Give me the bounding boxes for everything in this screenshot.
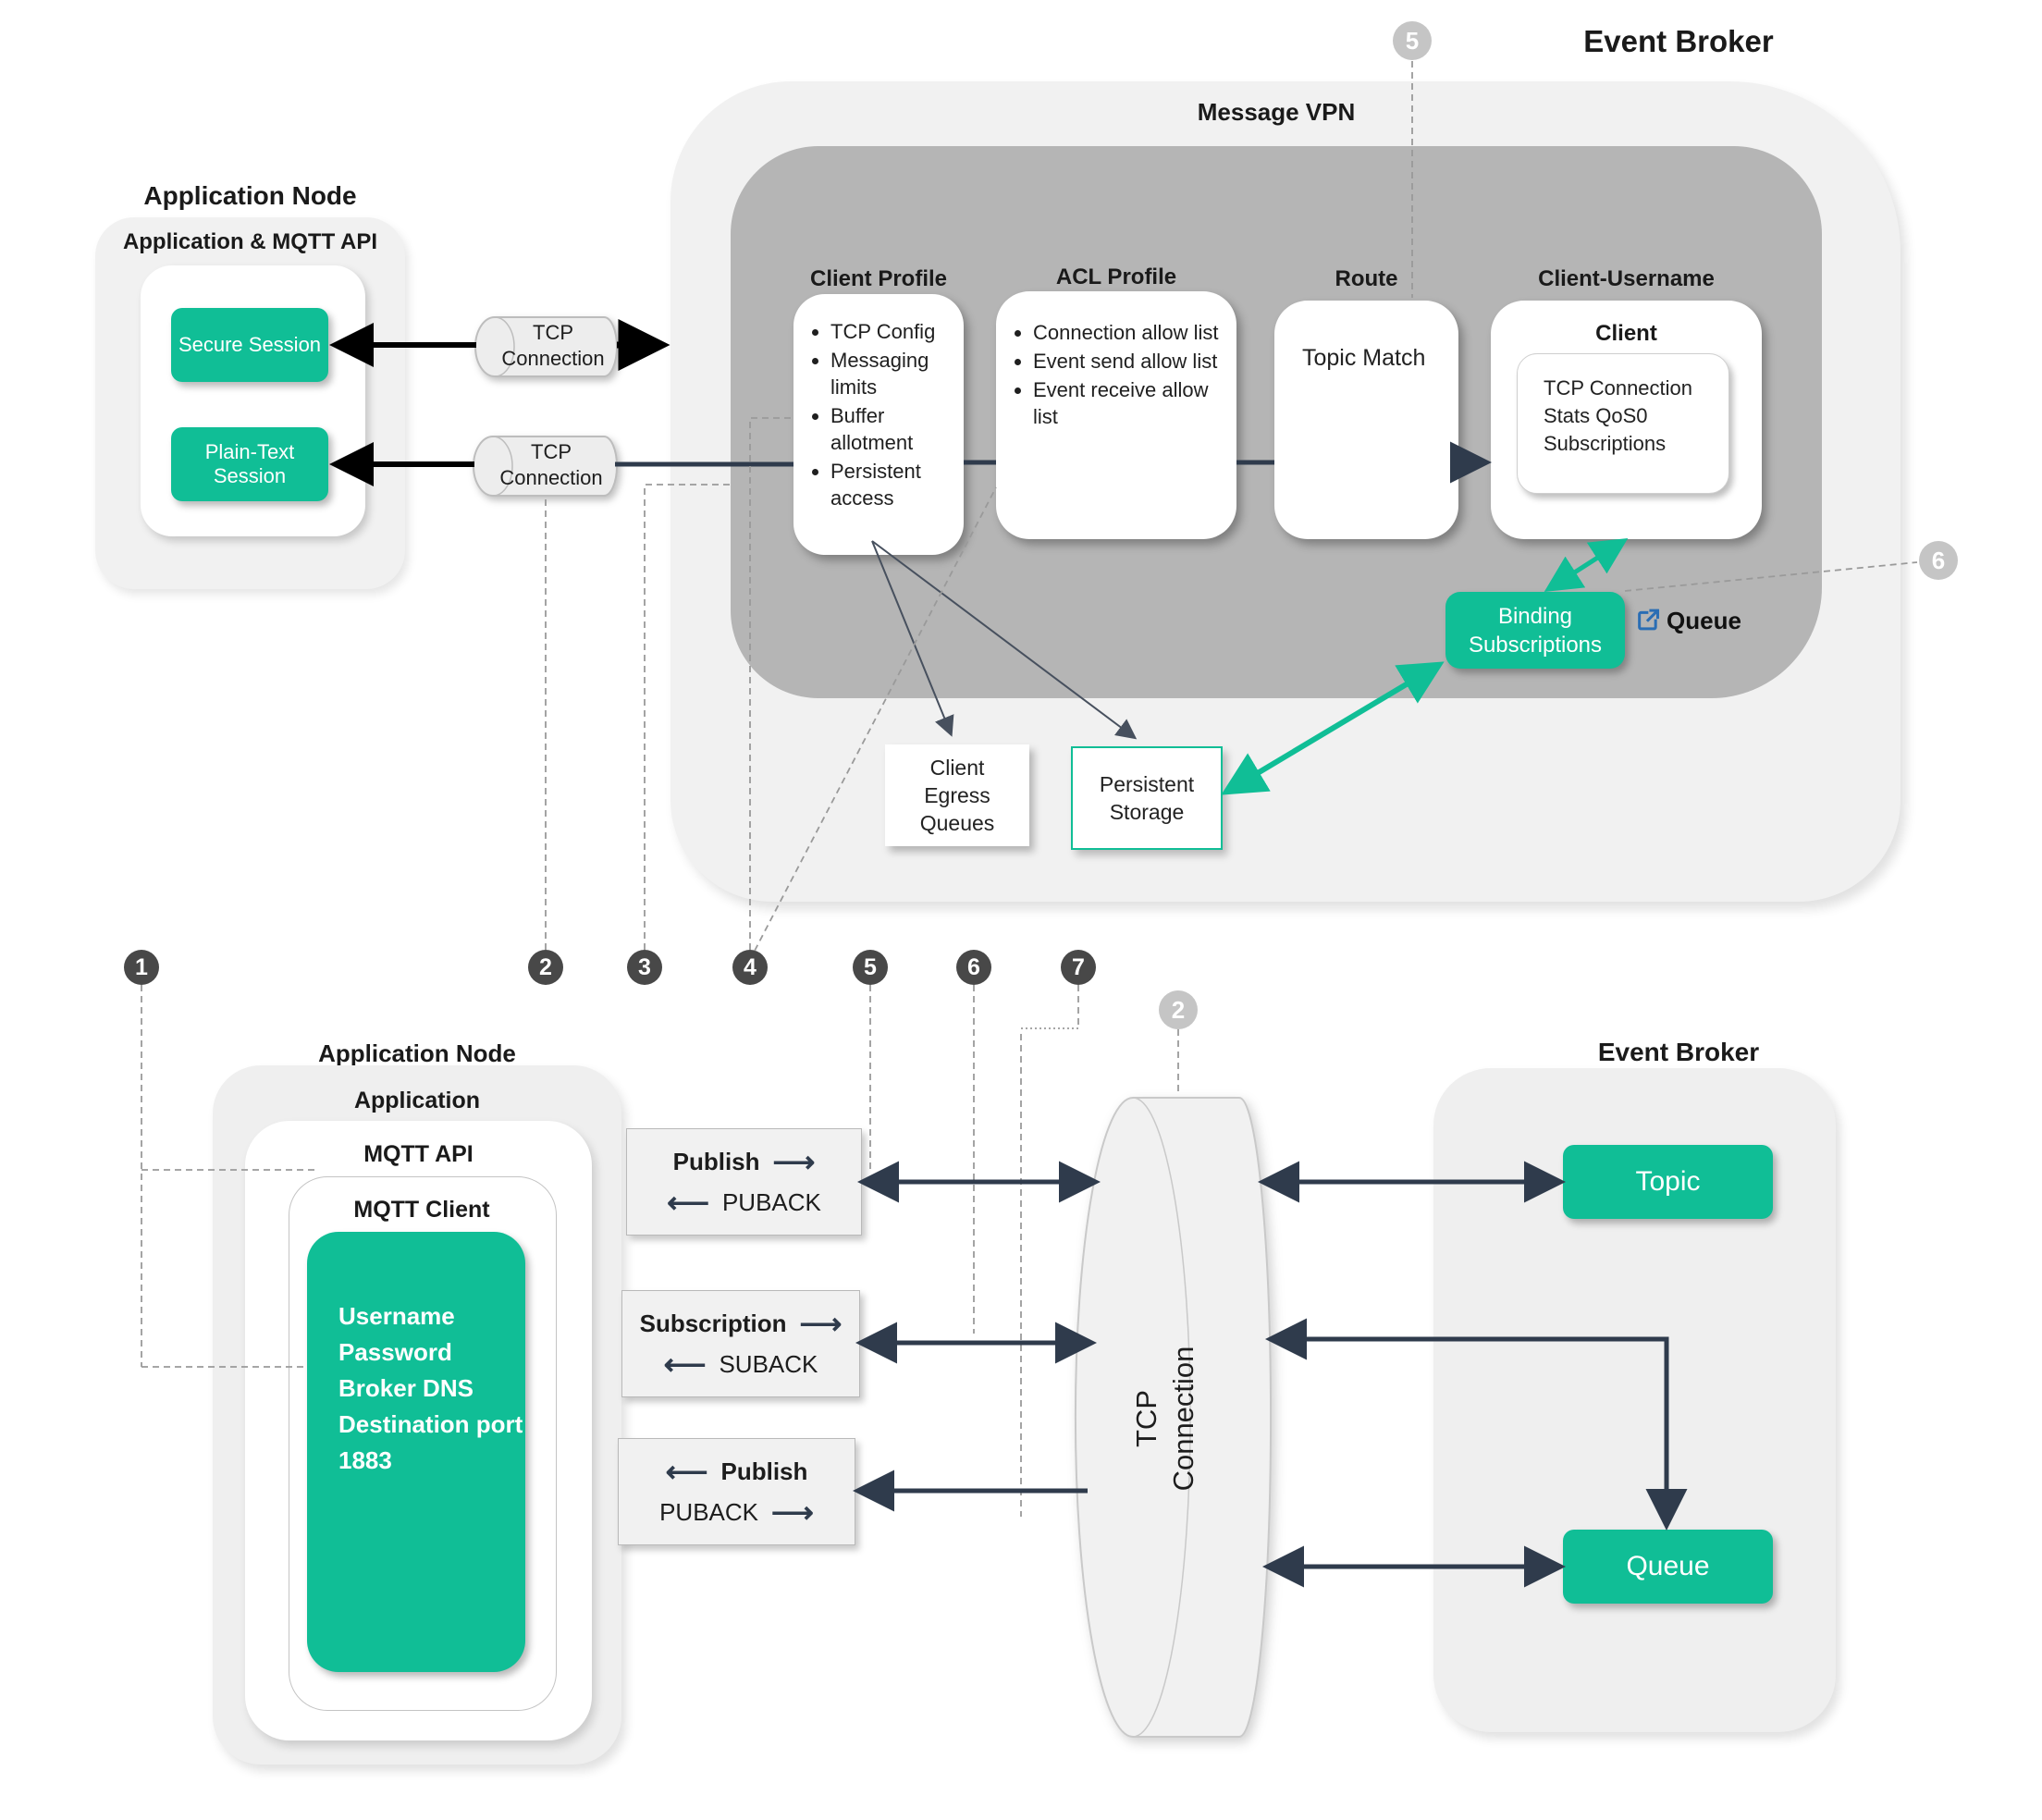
annotation-1: 1 [124, 950, 159, 985]
suback-label: SUBACK [719, 1350, 818, 1378]
publish-label: Publish [672, 1148, 760, 1175]
message-vpn-label: Message VPN [1197, 98, 1356, 126]
client-profile-bullet: Persistent access [830, 458, 954, 511]
subscription-suback-box: Subscription ⟶ ⟵ SUBACK [621, 1290, 860, 1397]
topic-box: Topic [1563, 1145, 1773, 1219]
client-username-label: Client-Username [1538, 266, 1715, 291]
application-node-title-top: Application Node [143, 181, 357, 210]
acl-profile-bullet: Connection allow list [1033, 319, 1227, 346]
queue-box: Queue [1563, 1530, 1773, 1604]
puback-label: PUBACK [659, 1498, 759, 1526]
green-arrow-client-binding [1544, 537, 1629, 593]
tcp-connection-label-big: TCP Connection [1130, 1346, 1199, 1492]
client-inner-box: TCP Connection Stats QoS0 Subscriptions [1517, 353, 1729, 494]
arrow-right-icon: ⟶ [799, 1307, 843, 1340]
credential-line: Broker DNS [338, 1374, 474, 1402]
credential-line: 1883 [338, 1446, 392, 1474]
dash-3 [644, 484, 731, 950]
dash-4 [749, 417, 792, 950]
publish-puback-box-1: Publish ⟶ ⟵ PUBACK [626, 1128, 862, 1236]
acl-profile-bullet: Event receive allow list [1033, 376, 1227, 430]
secure-session-box: Secure Session [171, 308, 328, 382]
mqtt-credentials-box: Username Password Broker DNS Destination… [307, 1232, 525, 1672]
persistent-storage-text: Persistent Storage [1099, 772, 1195, 824]
puback-label: PUBACK [721, 1188, 821, 1216]
credential-line: Destination port [338, 1410, 523, 1438]
tcp-cylinder-big [1074, 1097, 1273, 1738]
mqtt-api-label: MQTT API [363, 1141, 474, 1167]
subscription-label: Subscription [639, 1310, 787, 1337]
annotation-2: 2 [528, 950, 563, 985]
dash-4-diagonal [754, 486, 997, 952]
client-inner-text: TCP Connection Stats QoS0 Subscriptions [1544, 376, 1693, 455]
tcp-cylinder-bottom-small [473, 436, 618, 497]
annotation-3: 3 [627, 950, 662, 985]
topic-match-text: Topic Match [1302, 345, 1426, 371]
green-arrow-storage-binding [1221, 661, 1445, 795]
credential-line: Username [338, 1302, 455, 1330]
client-profile-box: TCP Config Messaging limits Buffer allot… [793, 294, 964, 555]
client-profile-bullet: Messaging limits [830, 347, 954, 400]
arrow-client-egress [871, 540, 954, 737]
route-box: Topic Match [1274, 301, 1458, 539]
mqtt-client-label: MQTT Client [353, 1197, 490, 1223]
annotation-gray-5: 5 [1393, 21, 1432, 60]
arrow-right-icon: ⟶ [772, 1145, 816, 1178]
annotation-4: 4 [732, 950, 768, 985]
annotation-6: 6 [956, 950, 991, 985]
application-mqtt-api-label: Application & MQTT API [122, 229, 378, 254]
client-profile-bullet: TCP Config [830, 318, 954, 345]
queue-text: Queue [1626, 1551, 1710, 1581]
persistent-storage-box: Persistent Storage [1071, 746, 1223, 850]
dash-1 [141, 985, 319, 1368]
event-broker-title-top: Event Broker [1583, 24, 1774, 58]
queue-link[interactable]: Queue [1667, 607, 1741, 634]
credential-line: Password [338, 1338, 452, 1366]
plain-text-session-text: Plain-Text Session [204, 440, 295, 487]
event-broker-title-bottom: Event Broker [1597, 1038, 1760, 1066]
binding-subscriptions-text: Binding Subscriptions [1468, 603, 1603, 658]
topic-text: Topic [1635, 1166, 1701, 1197]
tcp-cylinder-top-small [474, 316, 618, 377]
annotation-5: 5 [853, 950, 888, 985]
client-label: Client [1595, 321, 1657, 346]
client-profile-label: Client Profile [809, 266, 948, 291]
acl-profile-box: Connection allow list Event send allow l… [996, 291, 1236, 539]
annotation-7: 7 [1061, 950, 1096, 985]
arrow-right-icon: ⟶ [771, 1495, 814, 1529]
arrow-left-icon: ⟵ [667, 1186, 709, 1219]
arrow-left-icon: ⟵ [663, 1347, 707, 1381]
acl-profile-bullet: Event send allow list [1033, 348, 1227, 375]
arrow-persistent-storage [871, 540, 1138, 740]
dash-gray6 [1624, 561, 1918, 592]
route-label: Route [1335, 266, 1398, 291]
arrow-cylinder-queue-elbow [1265, 1318, 1688, 1531]
plain-text-session-box: Plain-Text Session [171, 427, 328, 501]
publish-puback-box-2: ⟵ Publish PUBACK ⟶ [618, 1438, 855, 1545]
arrow-left-icon: ⟵ [665, 1455, 708, 1488]
binding-subscriptions-box: Binding Subscriptions [1445, 592, 1625, 669]
acl-profile-label: ACL Profile [1055, 264, 1177, 289]
client-username-box: Client TCP Connection Stats QoS0 Subscri… [1491, 301, 1762, 539]
application-node-title-bottom: Application Node [318, 1039, 516, 1067]
annotation-gray-2: 2 [1159, 990, 1198, 1029]
tcp-connection-label-top: TCP Connection [501, 321, 605, 370]
external-link-icon [1635, 607, 1661, 633]
client-profile-bullet: Buffer allotment [830, 402, 954, 456]
secure-session-text: Secure Session [178, 333, 322, 356]
annotation-gray-6: 6 [1919, 541, 1958, 580]
application-label-bottom: Application [353, 1088, 481, 1113]
client-egress-queues-box: Client Egress Queues [885, 744, 1029, 846]
client-egress-queues-text: Client Egress Queues [919, 756, 995, 835]
publish-label: Publish [720, 1457, 808, 1485]
tcp-connection-label-bottom: TCP Connection [499, 440, 603, 489]
